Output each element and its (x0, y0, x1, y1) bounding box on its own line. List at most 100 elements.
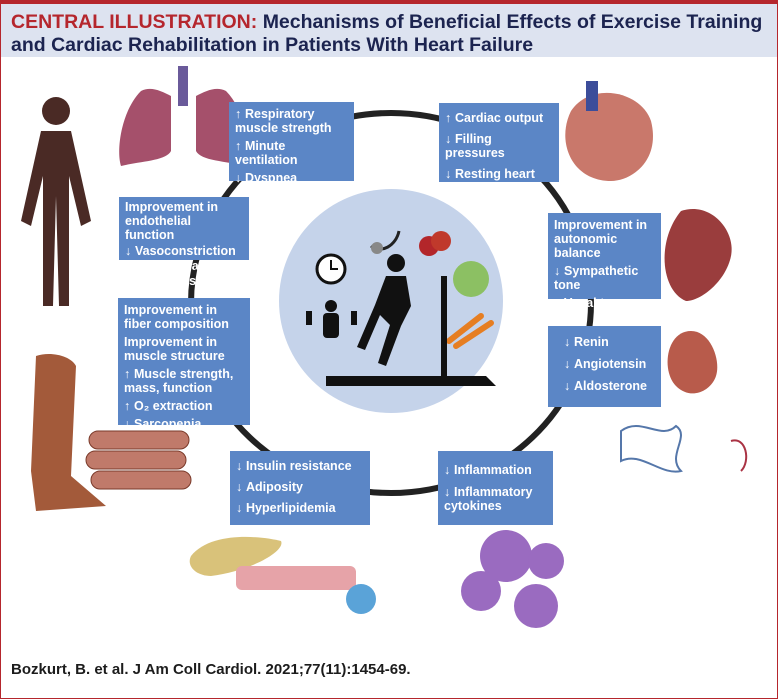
arrow-icon: ↓ (125, 244, 132, 258)
arrow-icon: ↓ (564, 379, 571, 393)
arrow-icon: ↑ (445, 111, 452, 125)
arrow-icon: ↓ (444, 463, 451, 477)
box-text: ↑O₂ extraction (124, 399, 244, 413)
box-text: ↑Respiratory muscle strength (235, 107, 348, 135)
box-text: ↓Sympathetic tone (554, 264, 655, 292)
arrow-icon: ↓ (564, 335, 571, 349)
box-text: Hyperlipidemia (246, 501, 336, 515)
endothelial-box: Improvement in endothelial function ↓Vas… (119, 197, 249, 288)
box-text: ↑Minute ventilation (235, 139, 348, 167)
box-text: Insulin resistance (246, 459, 352, 473)
box-text: ↓Hypertension (125, 274, 243, 288)
minute-ventilation: Minute ventilation (235, 139, 298, 167)
box-text: ↓Vasoconstriction (125, 244, 243, 258)
muscle-fibers-icon (85, 430, 192, 490)
box-text: Improvement in fiber composition (124, 303, 229, 331)
box-text: ↓Insulin resistance (236, 459, 364, 473)
box-text: Adiposity (246, 480, 303, 494)
box-text: ↓Filling pressures (445, 132, 553, 160)
carrots-icon (446, 313, 494, 349)
title-text: Mechanisms of Beneficial Effects of Exer… (11, 11, 763, 56)
box-text: ↓Aldosterone (564, 379, 661, 393)
arrow-icon: ↑ (124, 367, 131, 381)
resting-heart-rate: Resting heart rate (445, 167, 535, 195)
box-text: ↑Vagal tone (554, 296, 655, 310)
box-text: ↑Cardiac output (445, 111, 553, 125)
raas-box: ↓Renin ↓Angiotensin ↓Aldosterone (548, 326, 661, 407)
box-text: Inflammation (454, 463, 532, 477)
arrow-icon: ↓ (445, 167, 452, 181)
box-text: ↓Renin (564, 335, 661, 349)
heart-section-icon (565, 81, 653, 181)
arrow-icon: ↓ (564, 357, 571, 371)
arrow-icon: ↓ (124, 417, 131, 431)
box-text: Vasoconstriction (135, 244, 236, 258)
cardiac-box: ↑Cardiac output ↓Filling pressures ↓Rest… (439, 103, 559, 195)
apples-icon (419, 231, 451, 256)
box-text: ↓Inflammatory cytokines (444, 485, 547, 513)
arrow-icon: ↓ (125, 274, 132, 288)
figure-title: CENTRAL ILLUSTRATION: Mechanisms of Bene… (1, 1, 777, 57)
autonomic-heading: Improvement in autonomic balance (554, 218, 648, 260)
arrow-icon: ↓ (236, 501, 243, 515)
respiratory-box: ↑Respiratory muscle strength ↑Minute ven… (229, 102, 354, 185)
endothelial-heading: Improvement in endothelial function (125, 200, 219, 242)
box-text: Muscle strength, mass, function (124, 367, 234, 395)
arrow-icon: ↑ (235, 139, 242, 153)
box-text: Hypertension (135, 274, 215, 288)
lettuce-icon (453, 261, 489, 297)
box-text: Sympathetic tone (554, 264, 639, 292)
arrow-icon: ↑ (554, 296, 561, 310)
arrow-icon: ↑ (235, 107, 242, 121)
metabolic-box: ↓Insulin resistance ↓Adiposity ↓Hyperlip… (230, 451, 370, 525)
arrow-icon: ↓ (554, 264, 561, 278)
kidney-icon (667, 331, 718, 394)
arrow-icon: ↑ (124, 399, 131, 413)
box-text: Vagal tone (564, 296, 627, 310)
arrow-icon: ↓ (236, 480, 243, 494)
title-lead: CENTRAL ILLUSTRATION: (11, 11, 258, 33)
box-text: Improvement in muscle structure (124, 335, 225, 363)
citation: Bozkurt, B. et al. J Am Coll Cardiol. 20… (11, 661, 411, 678)
box-text: ↓Hyperlipidemia (236, 501, 364, 515)
arrow-icon: ↓ (444, 485, 451, 499)
weightlifter-icon (306, 300, 357, 338)
dyspnea: Dyspnea (245, 171, 298, 185)
box-text: Inflammatory cytokines (444, 485, 533, 513)
leg-muscle-icon (31, 354, 106, 511)
immune-cells-icon (461, 530, 564, 628)
arrow-icon: ↓ (125, 259, 132, 273)
box-text: ↓Sarcopenia (124, 417, 244, 431)
human-body-icon (21, 97, 91, 306)
arrow-icon: ↓ (235, 171, 242, 185)
pancreas-vessel-icon (189, 536, 376, 614)
muscle-box: Improvement in fiber composition Improve… (118, 298, 250, 431)
box-text: Sarcopenia (134, 417, 202, 431)
arrow-icon: ↓ (236, 459, 243, 473)
stethoscope-icon (370, 230, 401, 254)
box-text: ↓LV afterload (125, 259, 243, 273)
filling-pressures: Filling pressures (445, 132, 505, 160)
treadmill-runner-icon (326, 254, 496, 386)
box-text: ↓Dyspnea (235, 171, 348, 185)
box-text: ↓Resting heart rate (445, 167, 553, 195)
box-text: ↑Muscle strength, mass, function (124, 367, 244, 395)
box-text: ↓Adiposity (236, 480, 364, 494)
box-text: Renin (574, 335, 609, 349)
heart-nerves-icon (664, 209, 732, 301)
respiratory-muscle-strength: Respiratory muscle strength (235, 107, 332, 135)
protein-structure-icon (620, 424, 748, 473)
autonomic-box: Improvement in autonomic balance ↓Sympat… (548, 213, 661, 310)
cardiac-output: Cardiac output (455, 111, 544, 125)
box-text: ↓Inflammation (444, 463, 547, 477)
box-text: LV afterload (135, 259, 207, 273)
box-text: O₂ extraction (134, 399, 213, 413)
arrow-icon: ↓ (445, 132, 452, 146)
inflammation-box: ↓Inflammation ↓Inflammatory cytokines (438, 451, 553, 525)
box-text: Aldosterone (574, 379, 647, 393)
box-text: Angiotensin (574, 357, 647, 371)
clock-icon (315, 253, 347, 285)
box-text: ↓Angiotensin (564, 357, 661, 371)
